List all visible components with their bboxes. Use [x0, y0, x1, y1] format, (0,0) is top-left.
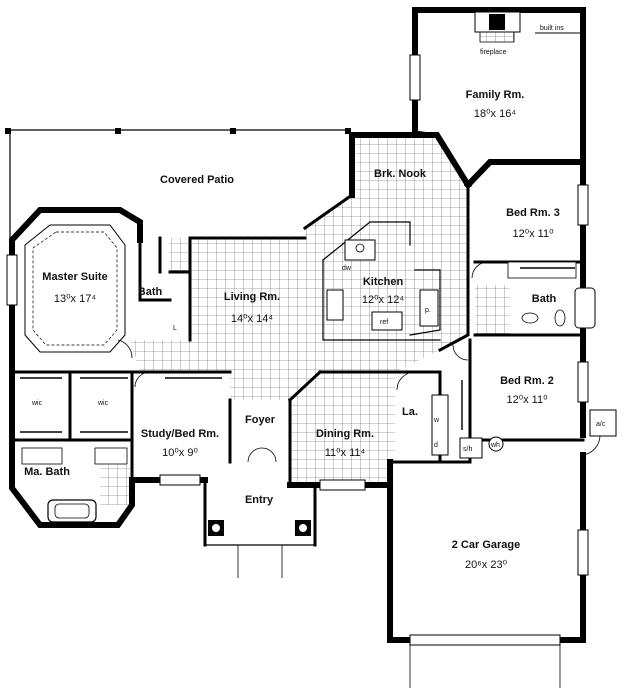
wic-label-1: wic — [31, 400, 43, 407]
laundry-name: La. — [402, 406, 418, 418]
bed3-name: Bed Rm. 3 — [506, 207, 560, 219]
master-dim: 13⁰x 17⁴ — [54, 293, 96, 305]
bath2-fixtures — [507, 261, 596, 329]
ac-label: a/c — [596, 421, 606, 428]
windows — [6, 54, 589, 646]
dryer-label: d — [434, 442, 438, 449]
kitchen-dim: 12⁰x 12⁴ — [362, 294, 404, 306]
interior-walls — [10, 130, 585, 487]
master-name: Master Suite — [42, 271, 107, 283]
master-tub — [21, 447, 128, 523]
washer-label: w — [433, 417, 440, 424]
study-dim: 10⁰x 9⁰ — [162, 447, 198, 459]
kitchen-counters — [326, 239, 439, 331]
living-room-dim: 14⁰x 14⁴ — [231, 313, 273, 325]
door-swings — [117, 261, 601, 463]
patio-name: Covered Patio — [160, 174, 234, 186]
wic-label-2: wic — [97, 400, 109, 407]
bath2-name: Bath — [532, 293, 557, 305]
fireplace — [474, 11, 583, 43]
utility-boxes — [431, 394, 617, 459]
bed2-name: Bed Rm. 2 — [500, 375, 554, 387]
pantry-label: p. — [425, 307, 431, 314]
family-room-name: Family Rm. — [466, 89, 525, 101]
water-heater-label: wh — [490, 442, 500, 449]
walkway — [237, 545, 561, 688]
garage-dim: 20⁶x 23⁰ — [465, 559, 508, 571]
builtins-label: built ins — [540, 25, 564, 32]
master-bath-name: Bath — [138, 286, 163, 298]
nook-name: Brk. Nook — [374, 168, 427, 180]
kitchen-name: Kitchen — [363, 276, 404, 288]
study-name: Study/Bed Rm. — [141, 428, 219, 440]
fireplace-label: fireplace — [480, 49, 507, 56]
dining-name: Dining Rm. — [316, 428, 374, 440]
entry-columns — [208, 520, 311, 536]
garage-name: 2 Car Garage — [452, 539, 520, 551]
closet-rods — [20, 267, 575, 433]
bed3-dim: 12⁰x 11⁰ — [512, 228, 554, 240]
foyer-name: Foyer — [245, 414, 276, 426]
sh-label: s/h — [463, 446, 472, 453]
bed2-dim: 12⁰x 11⁰ — [506, 394, 548, 406]
tray-ceiling — [24, 224, 126, 353]
family-room-dim: 18⁰x 16⁴ — [474, 108, 516, 120]
dining-dim: 11⁰x 11⁴ — [325, 447, 366, 459]
dishwasher-label: dw — [342, 265, 352, 272]
linen-label: L — [173, 325, 177, 332]
living-room-name: Living Rm. — [224, 291, 280, 303]
master-bath2-name: Ma. Bath — [24, 466, 70, 478]
ref-label: ref — [380, 319, 388, 326]
entry-name: Entry — [245, 494, 274, 506]
